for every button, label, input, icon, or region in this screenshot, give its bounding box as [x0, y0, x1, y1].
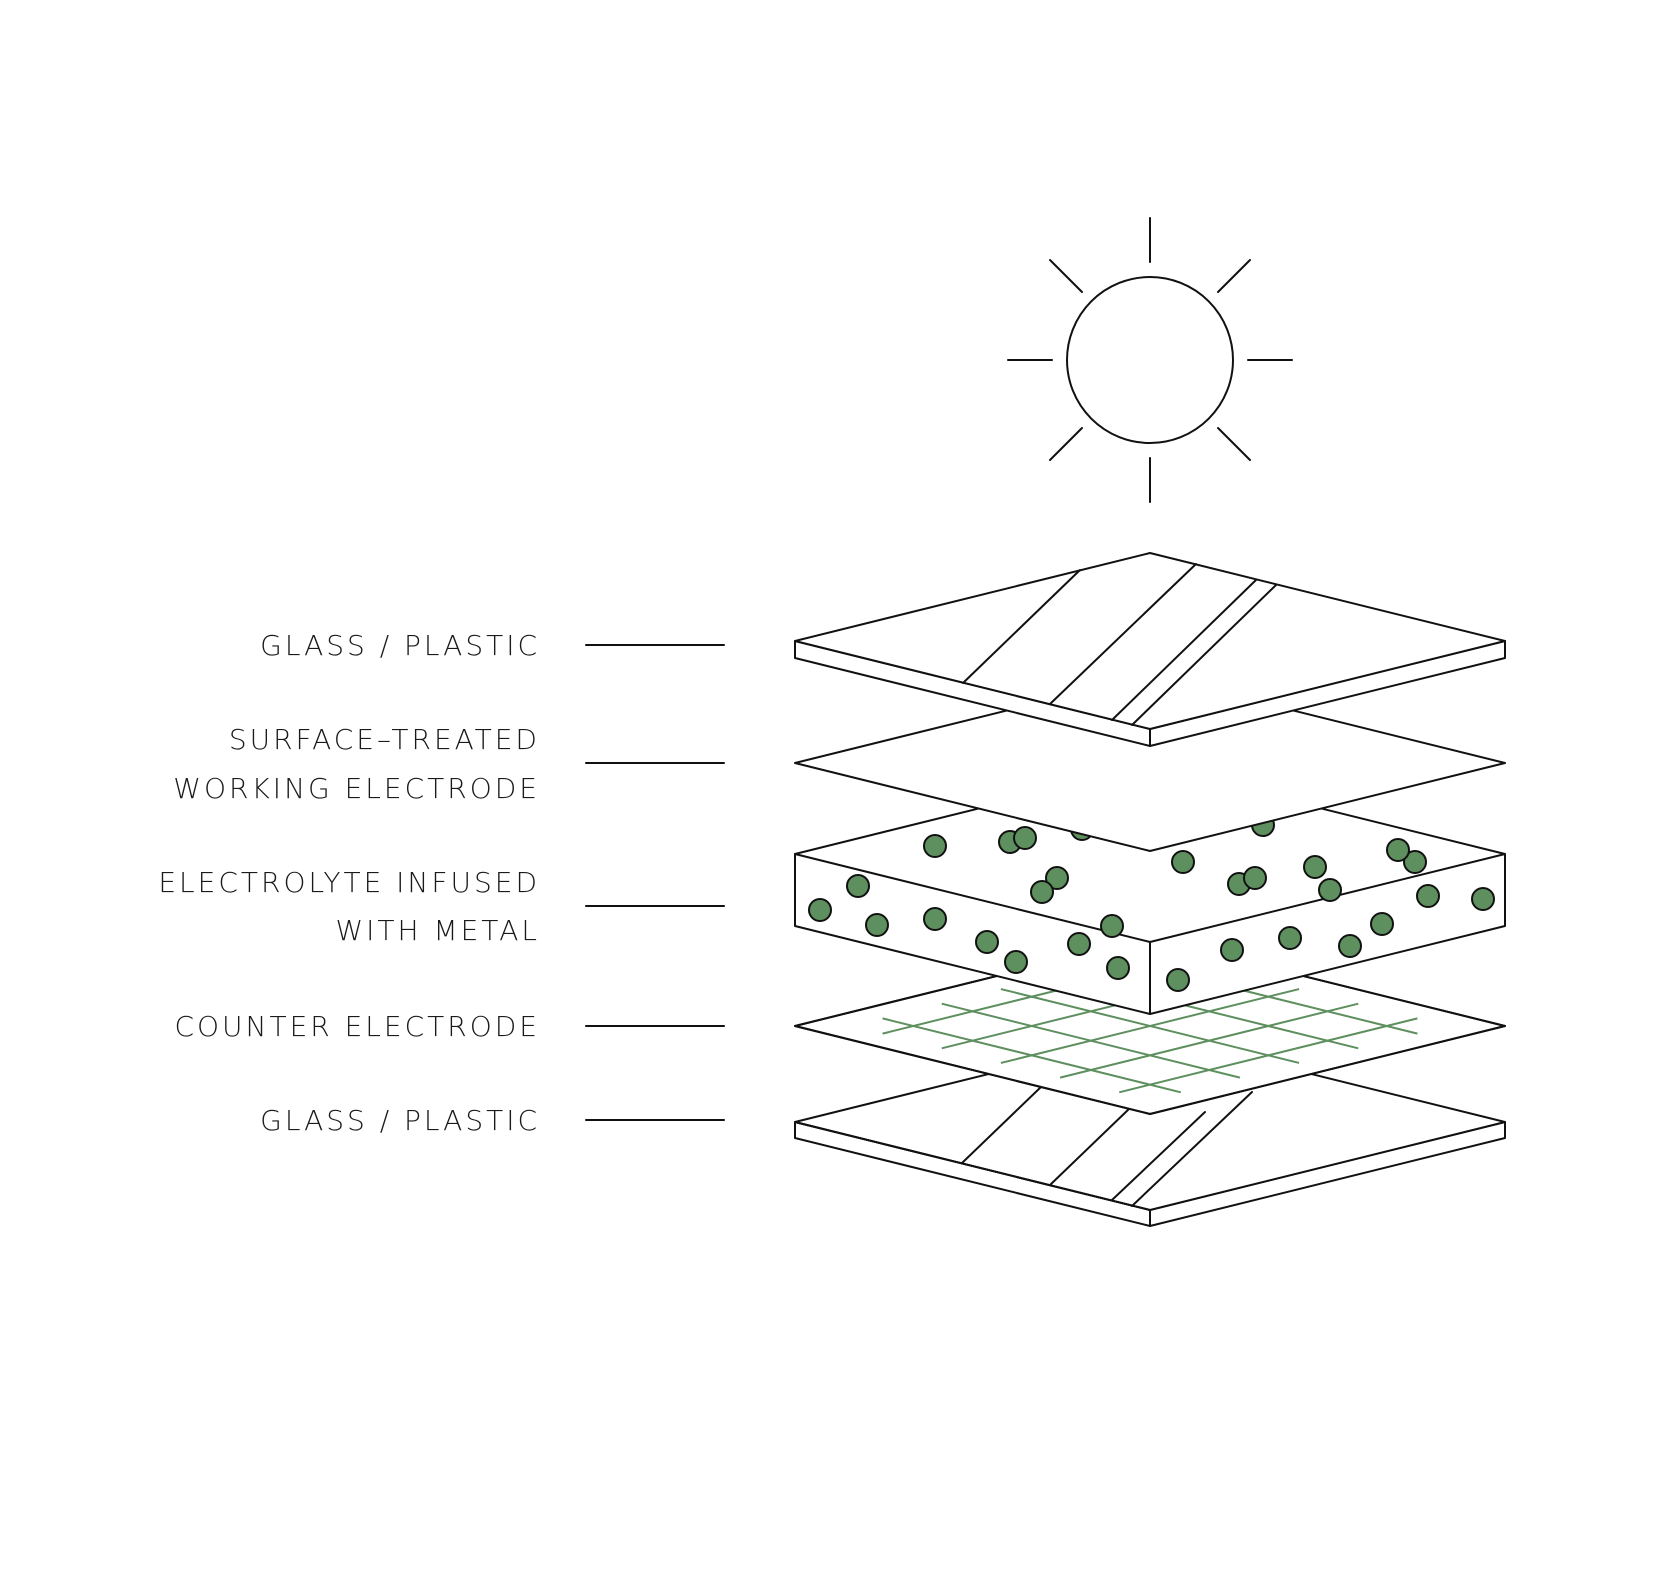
label-counter-electrode: COUNTER ELECTRODE: [174, 1010, 725, 1043]
metal-particle: [1166, 968, 1190, 992]
metal-particle: [923, 834, 947, 858]
label-text: SURFACE–TREATED: [229, 723, 540, 756]
metal-particle: [975, 930, 999, 954]
label-glass-top: GLASS / PLASTIC: [260, 629, 725, 662]
metal-particle: [808, 898, 832, 922]
metal-particle: [1013, 826, 1037, 850]
metal-particles: [808, 813, 1495, 992]
layer-top-glass: [794, 552, 1506, 747]
metal-particle: [923, 907, 947, 931]
metal-particle: [846, 874, 870, 898]
metal-particle: [1067, 932, 1091, 956]
metal-particle: [1243, 866, 1267, 890]
metal-particle: [1303, 855, 1327, 879]
metal-particle: [1171, 850, 1195, 874]
metal-particle: [1403, 850, 1427, 874]
label-text: WITH METAL: [335, 914, 540, 947]
metal-particle: [1220, 938, 1244, 962]
layer-counter-electrode: [794, 937, 1506, 1115]
metal-particle: [1338, 934, 1362, 958]
label-text: GLASS / PLASTIC: [260, 1104, 540, 1137]
metal-particle: [865, 913, 889, 937]
label-text: WORKING ELECTRODE: [173, 772, 540, 805]
layer-bottom-glass: [794, 1033, 1506, 1227]
label-glass-bottom: GLASS / PLASTIC: [260, 1104, 725, 1137]
metal-particle: [1100, 914, 1124, 938]
grid-line: [1118, 1017, 1418, 1094]
metal-particle: [1045, 866, 1069, 890]
label-text: GLASS / PLASTIC: [260, 629, 540, 662]
metal-particle: [1106, 956, 1130, 980]
layer-electrolyte: [794, 765, 1506, 1015]
metal-particle: [1318, 878, 1342, 902]
label-electrolyte: ELECTROLYTE INFUSED WITH METAL: [158, 866, 725, 947]
label-text: ELECTROLYTE INFUSED: [158, 866, 540, 899]
metal-particle: [1370, 912, 1394, 936]
metal-particle: [1004, 950, 1028, 974]
metal-particle: [1471, 887, 1495, 911]
metal-particle: [1278, 926, 1302, 950]
counter-electrode-grid: [882, 958, 1418, 1094]
label-text: COUNTER ELECTRODE: [174, 1010, 540, 1043]
grid-line: [1000, 988, 1300, 1064]
metal-particle: [1386, 838, 1410, 862]
metal-particle: [1416, 884, 1440, 908]
grid-line: [1059, 1002, 1359, 1079]
sun-icon: [1007, 217, 1293, 503]
metal-particle: [1030, 880, 1054, 904]
label-working-electrode: SURFACE–TREATED WORKING ELECTRODE: [173, 723, 725, 805]
